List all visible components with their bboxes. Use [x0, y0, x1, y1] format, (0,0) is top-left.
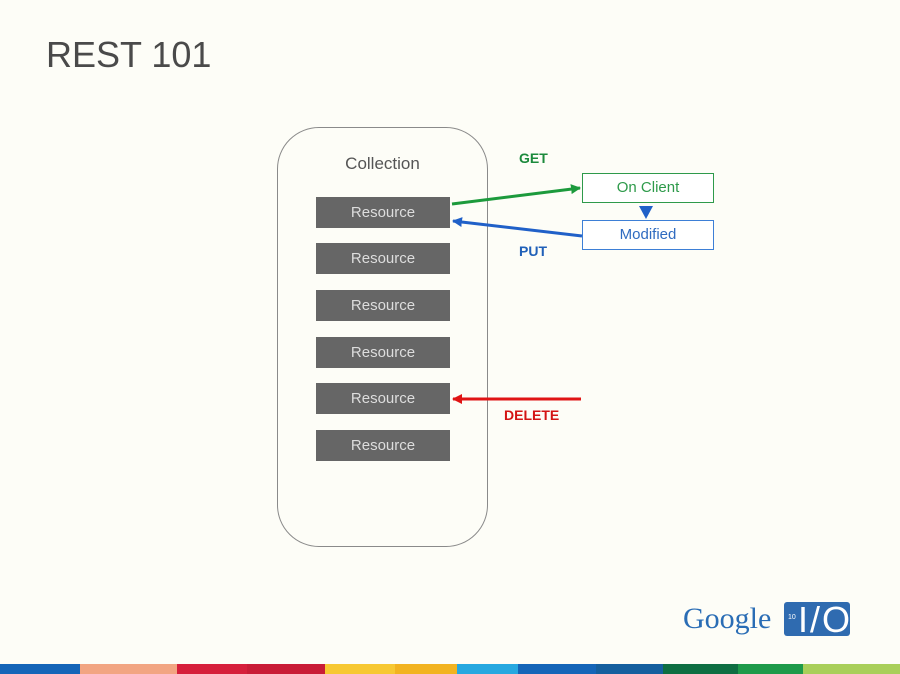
stripe-segment	[247, 664, 325, 674]
slide-title: REST 101	[46, 34, 212, 75]
put-label: PUT	[519, 243, 547, 259]
stripe-segment	[596, 664, 663, 674]
stripe-segment	[663, 664, 738, 674]
stripe-segment	[177, 664, 247, 674]
modified-box: Modified	[582, 220, 714, 250]
resource-item: Resource	[316, 290, 450, 321]
resource-item: Resource	[316, 337, 450, 368]
stripe-segment	[738, 664, 803, 674]
google-io-logo: Google 10 I/O	[683, 599, 853, 640]
stripe-segment	[518, 664, 596, 674]
stripe-segment	[395, 664, 457, 674]
stripe-segment	[80, 664, 177, 674]
stripe-segment	[325, 664, 395, 674]
io-text: I/O	[798, 599, 853, 640]
collection-label: Collection	[345, 154, 420, 173]
resource-item: Resource	[316, 430, 450, 461]
footer-color-stripe	[0, 664, 900, 674]
get-label: GET	[519, 150, 548, 166]
on-client-box: On Client	[582, 173, 714, 203]
stripe-segment	[803, 664, 900, 674]
resource-item: Resource	[316, 383, 450, 414]
io-year: 10	[788, 614, 796, 621]
client-transition-arrow	[639, 206, 653, 219]
delete-label: DELETE	[504, 407, 560, 423]
collection-container	[277, 127, 488, 547]
google-wordmark: Google	[683, 602, 772, 635]
resource-item: Resource	[316, 197, 450, 228]
resource-item: Resource	[316, 243, 450, 274]
stripe-segment	[457, 664, 518, 674]
stripe-segment	[0, 664, 80, 674]
io-badge: 10 I/O	[784, 599, 850, 640]
